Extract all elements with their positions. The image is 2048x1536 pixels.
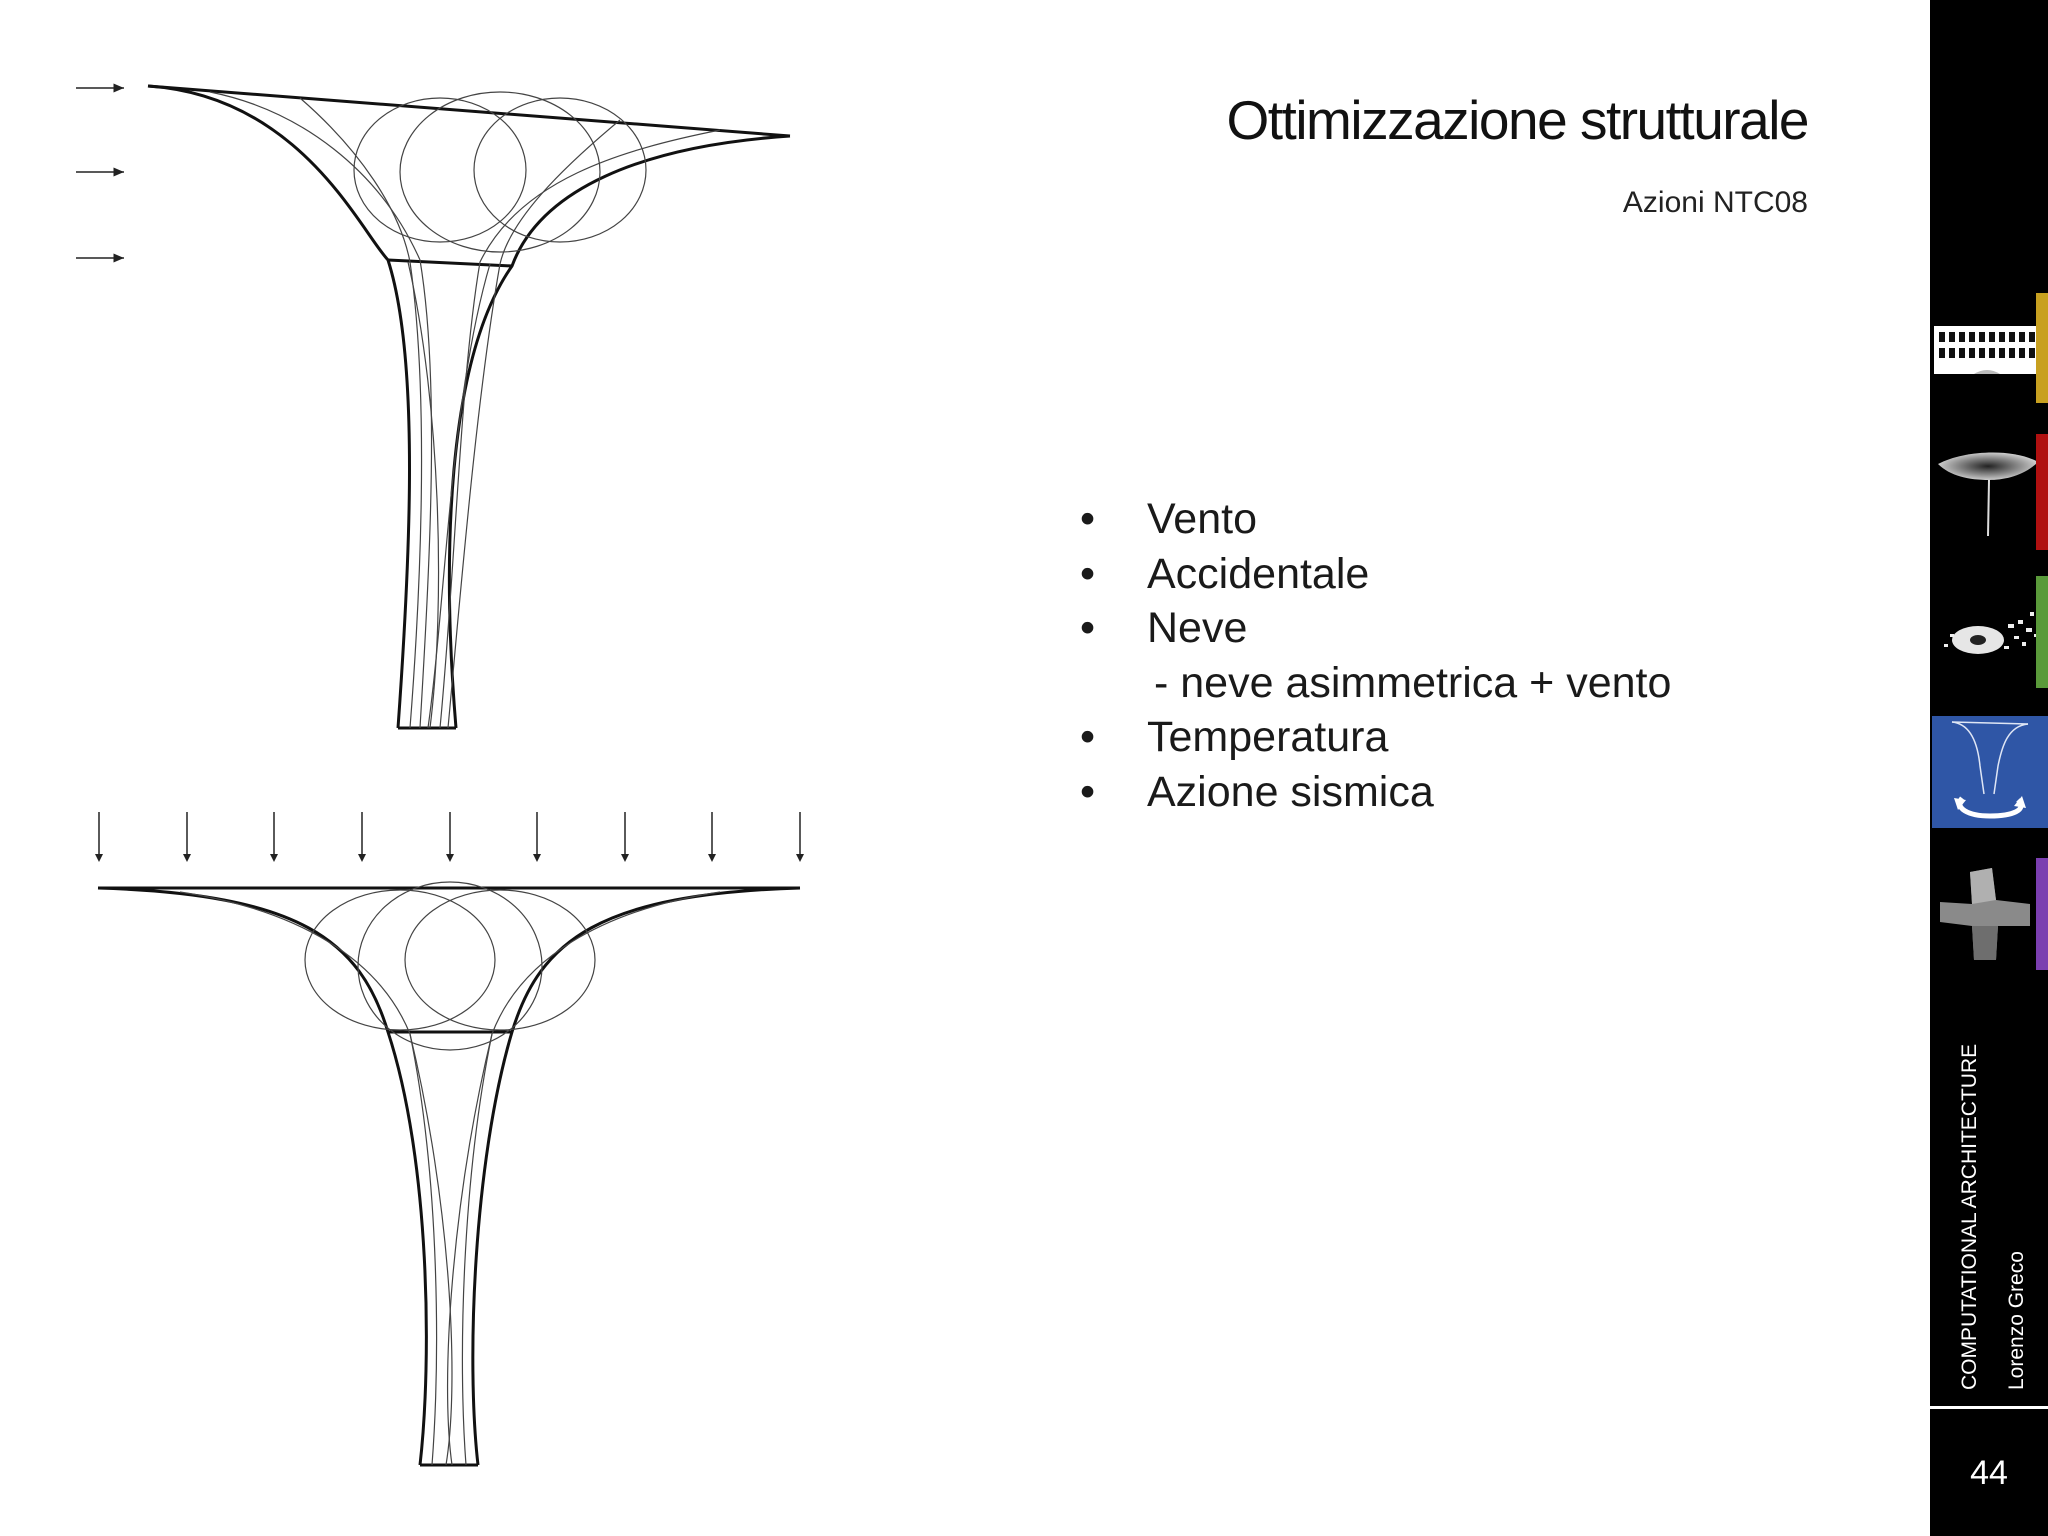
author-label: Lorenzo Greco (2005, 1251, 2028, 1390)
section-color-tab (2036, 858, 2048, 970)
list-item-text: Neve (1147, 604, 1248, 653)
tree-column-outline (147, 84, 791, 730)
bullet-marker: • (1080, 604, 1096, 653)
list-item-text: Accidentale (1147, 549, 1370, 598)
section-thumb-2[interactable] (1930, 434, 2048, 550)
section-thumb-3[interactable] (1930, 576, 2048, 688)
section-thumb-1[interactable] (1930, 290, 2048, 406)
slide-title: Ottimizzazione strutturale (1226, 89, 1810, 151)
list-item-text: Temperatura (1147, 713, 1389, 762)
tree-column-mesh (179, 881, 721, 1466)
section-thumb-4-active[interactable] (1932, 716, 2048, 828)
bullet-marker: • (1080, 495, 1096, 543)
list-item-text: - neve asimmetrica + vento (1154, 658, 1672, 707)
wind-load-drawing (76, 83, 791, 730)
point-cloud-icon (1944, 612, 2038, 654)
load-actions-list: • Vento • Accidentale • Neve - neve asimmet… (1080, 492, 1671, 820)
section-color-tab (2036, 434, 2048, 550)
cross-solid-icon (1940, 868, 2030, 960)
course-label: COMPUTATIONAL ARCHITECTURE (1958, 1043, 1981, 1390)
tree-column-outline (97, 886, 801, 1467)
list-item-text: Azione sismica (1147, 767, 1434, 816)
list-item: • Neve (1080, 601, 1671, 656)
bullet-marker: • (1080, 767, 1096, 816)
list-item-text: Vento (1147, 495, 1257, 543)
list-item: • Accidentale (1080, 547, 1671, 602)
section-thumb-5[interactable] (1930, 858, 2048, 974)
list-subitem: - neve asimmetrica + vento (1080, 656, 1671, 711)
shell-canopy-icon (1938, 452, 2038, 537)
column-rotation-icon (1951, 721, 2029, 819)
bullet-marker: • (1080, 549, 1096, 598)
list-item: • Azione sismica (1080, 765, 1671, 820)
sidebar-divider (1930, 1406, 2048, 1409)
vertical-arrows (95, 812, 804, 862)
building-facade-icon (1934, 326, 2040, 374)
vertical-load-drawing (95, 812, 804, 1467)
tree-column-mesh (209, 91, 721, 729)
bullet-marker: • (1080, 713, 1096, 762)
list-item: • Vento (1080, 492, 1671, 547)
list-item: • Temperatura (1080, 710, 1671, 765)
slide-subtitle: Azioni NTC08 (1622, 186, 1808, 219)
section-color-tab (2036, 293, 2048, 403)
wind-arrows (76, 83, 124, 263)
section-color-tab (2036, 576, 2048, 688)
page-number: 44 (1970, 1454, 2008, 1492)
sidebar: COMPUTATIONAL ARCHITECTURE Lorenzo Greco… (1930, 0, 2048, 1536)
